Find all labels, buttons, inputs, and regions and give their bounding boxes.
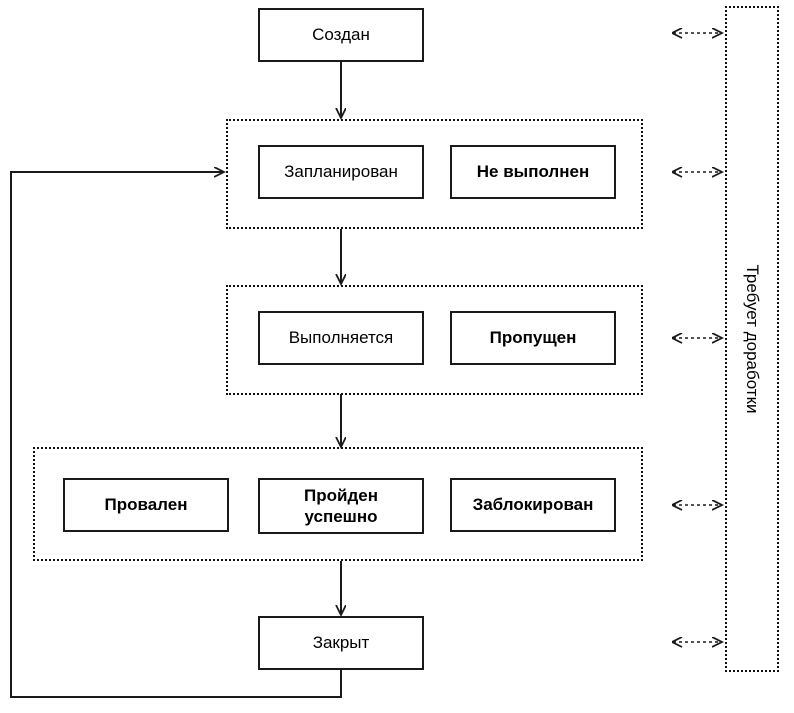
node-skipped[interactable]: Пропущен	[450, 311, 616, 365]
node-passed-label: Пройден успешно	[304, 485, 378, 526]
node-planned-label: Запланирован	[284, 162, 398, 182]
node-created[interactable]: Создан	[258, 8, 424, 62]
node-failed[interactable]: Провален	[63, 478, 229, 532]
node-passed[interactable]: Пройден успешно	[258, 478, 424, 534]
node-closed-label: Закрыт	[312, 633, 370, 653]
node-blocked-label: Заблокирован	[472, 495, 594, 515]
node-skipped-label: Пропущен	[489, 328, 577, 348]
node-in-progress-label: Выполняется	[288, 328, 394, 348]
node-closed[interactable]: Закрыт	[258, 616, 424, 670]
node-blocked[interactable]: Заблокирован	[450, 478, 616, 532]
node-not-executed-label: Не выполнен	[476, 162, 590, 182]
side-panel-label: Требует доработки	[743, 264, 762, 414]
node-failed-label: Провален	[104, 495, 188, 515]
node-created-label: Создан	[312, 25, 370, 45]
node-in-progress[interactable]: Выполняется	[258, 311, 424, 365]
node-planned[interactable]: Запланирован	[258, 145, 424, 199]
edge-closed-to-planned-loop	[10, 172, 342, 698]
node-not-executed[interactable]: Не выполнен	[450, 145, 616, 199]
group-in-progress	[226, 285, 643, 395]
side-panel-rework: Требует доработки	[725, 6, 779, 672]
group-planned	[226, 119, 643, 229]
